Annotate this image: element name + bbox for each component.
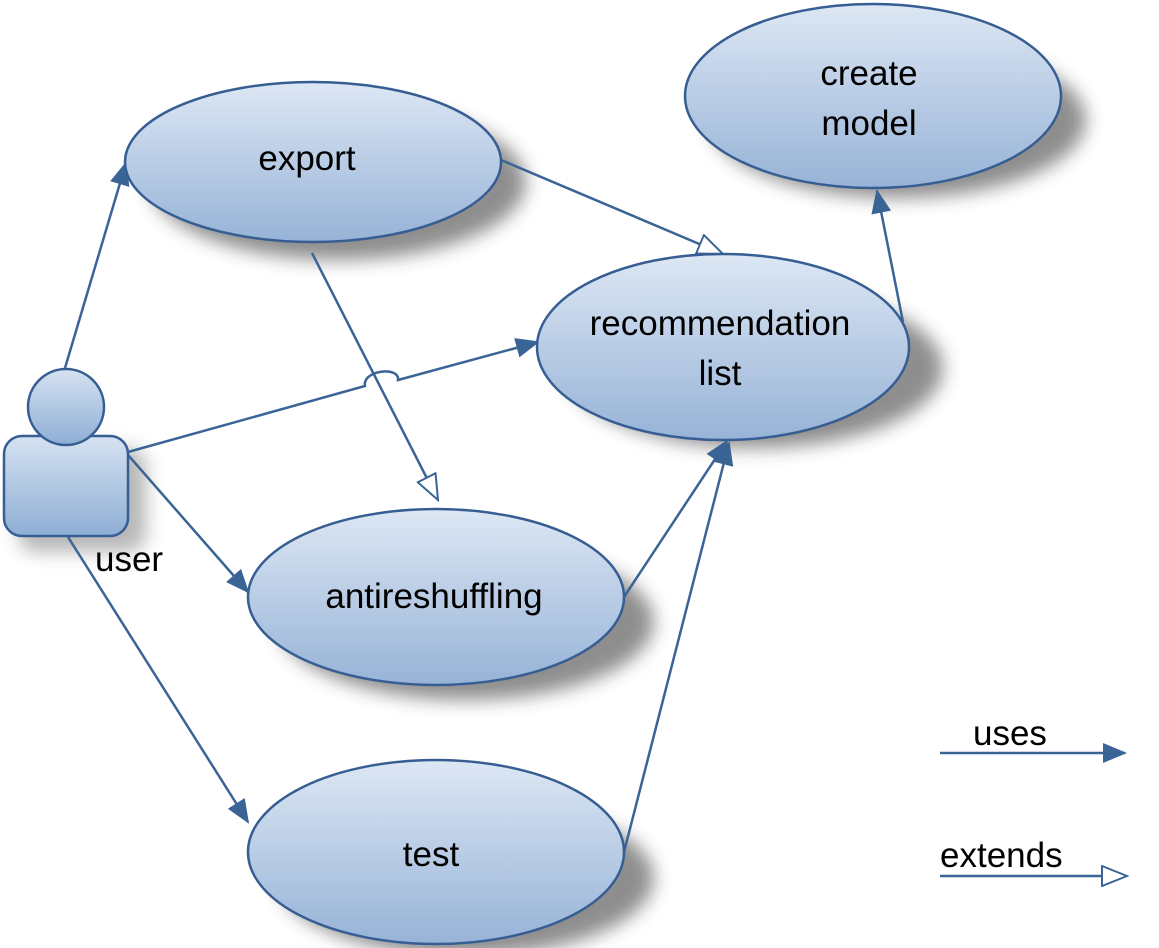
legend: uses extends [940, 714, 1127, 876]
extends-export-antireshuffling [310, 252, 438, 500]
extends-export-recommendation [500, 158, 723, 256]
actor-label: user [95, 540, 163, 579]
connectors [63, 158, 905, 853]
actor-user[interactable]: user [2, 367, 163, 579]
legend-extends: extends [940, 836, 1127, 876]
use-case-test[interactable]: test [246, 758, 626, 946]
uses-user-antireshuffling [127, 454, 250, 594]
use-case-label-line1: create [820, 54, 917, 93]
use-case-recommendation-list[interactable]: recommendation list [535, 252, 911, 442]
use-case-label-line1: recommendation [590, 304, 851, 343]
legend-uses-label: uses [973, 714, 1047, 753]
use-case-label: test [403, 835, 460, 874]
uses-test-recommendation [622, 441, 734, 853]
use-case-antireshuffling[interactable]: antireshuffling [246, 507, 626, 687]
legend-extends-label: extends [940, 836, 1063, 875]
legend-uses: uses [940, 714, 1127, 763]
user-icon [2, 367, 130, 538]
uses-user-recommendation [127, 338, 540, 454]
use-case-label: export [258, 139, 356, 178]
uses-antireshuffling-recommendation [622, 439, 729, 598]
use-case-label-line2: model [821, 104, 916, 143]
use-case-label-line2: list [699, 354, 742, 393]
use-case-export[interactable]: export [123, 80, 503, 244]
uses-user-test [66, 536, 250, 824]
use-case-label: antireshuffling [325, 577, 542, 616]
uses-user-export [63, 161, 130, 369]
use-case-create-model[interactable]: create model [683, 2, 1063, 190]
uses-recommendation-createmodel [871, 189, 905, 323]
